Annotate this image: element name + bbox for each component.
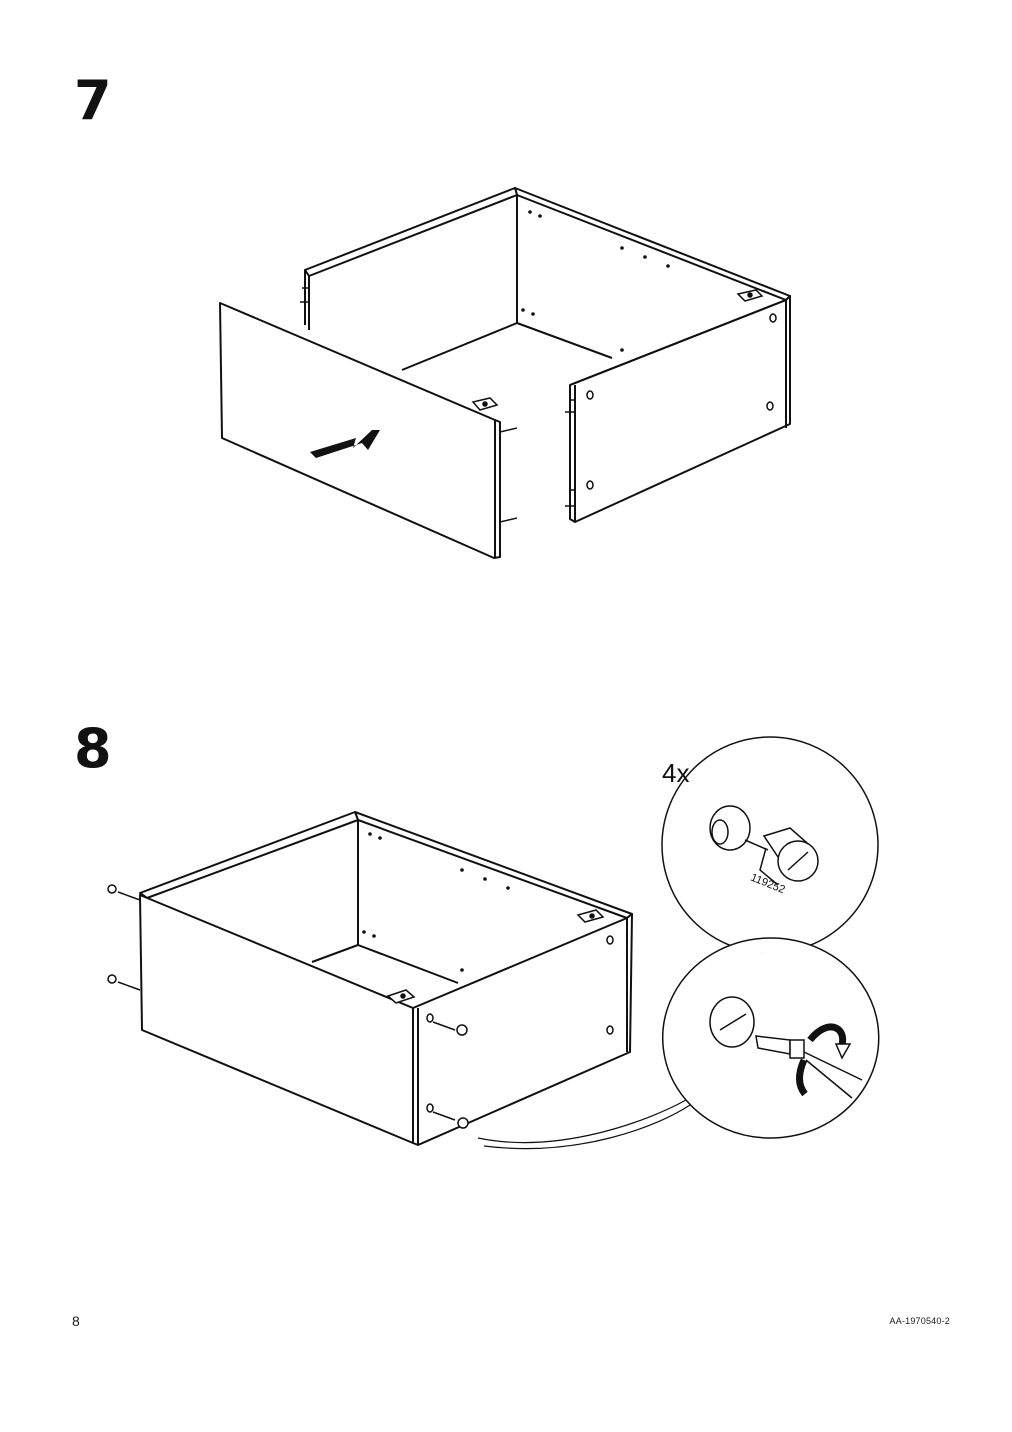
right-side-panel bbox=[412, 913, 633, 1146]
fitting-plates bbox=[386, 909, 614, 1035]
callout-circle-parts: 4x 119252 bbox=[661, 736, 879, 954]
document-code: AA-1970540-2 bbox=[889, 1316, 950, 1326]
front-panel bbox=[139, 894, 414, 1144]
arrow-right-icon bbox=[310, 430, 380, 458]
left-side-panel bbox=[139, 811, 359, 899]
bottom-panel bbox=[311, 944, 359, 963]
right-side-panel bbox=[569, 295, 791, 523]
step-8-illustration: 4x 119252 bbox=[107, 736, 880, 1150]
step-7-number: 7 bbox=[74, 69, 112, 132]
callout-quantity: 4x bbox=[662, 758, 689, 788]
left-side-panel bbox=[304, 187, 518, 330]
step-8-number: 8 bbox=[74, 717, 112, 780]
fitting-plates bbox=[471, 289, 764, 411]
cam-lock-icon bbox=[709, 996, 755, 1048]
callout-circle-tool bbox=[662, 937, 880, 1139]
bottom-panel bbox=[401, 322, 613, 371]
dowels bbox=[300, 287, 575, 523]
cam-lock-icon bbox=[709, 805, 819, 886]
screwdriver-icon bbox=[755, 1035, 863, 1099]
step-7-illustration bbox=[219, 187, 791, 559]
back-panel bbox=[514, 187, 791, 323]
holes bbox=[362, 832, 510, 972]
back-panel bbox=[354, 811, 633, 945]
cam-holes bbox=[586, 313, 777, 490]
cam-lock-right bbox=[426, 1013, 469, 1129]
page-number: 8 bbox=[72, 1313, 80, 1329]
front-panel bbox=[219, 302, 501, 559]
cam-lock-left bbox=[107, 884, 141, 991]
rotate-clockwise-icon bbox=[795, 1023, 852, 1097]
holes bbox=[521, 210, 670, 352]
